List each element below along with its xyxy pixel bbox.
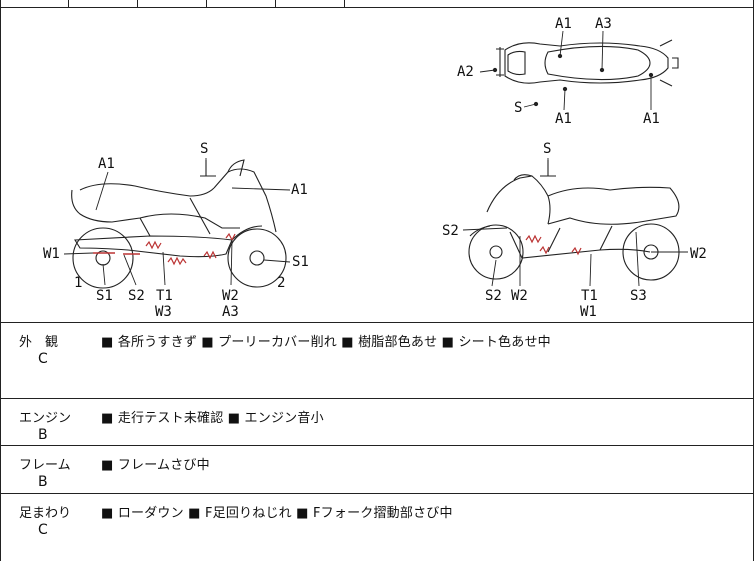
right-label-s2-upper: S2 — [442, 223, 459, 239]
left-label-w1: W1 — [43, 246, 60, 262]
top-table-strip — [0, 0, 754, 8]
suspension-grade: C — [38, 522, 48, 538]
right-side-damage-marks — [525, 234, 582, 256]
left-label-1: 1 — [74, 275, 82, 291]
damage-diagram-panel: A1 A3 A2 S A1 A1 S A1 A1 W1 — [0, 8, 754, 323]
left-label-t1: T1 — [156, 288, 173, 304]
exterior-grade: C — [38, 351, 48, 367]
engine-grade: B — [38, 427, 48, 443]
suspension-category: 足まわり — [19, 506, 72, 521]
right-label-s: S — [543, 141, 551, 157]
left-label-a3: A3 — [222, 304, 239, 320]
exterior-row: 外 観 C ■ 各所うすきず ■ プーリーカバー削れ ■ 樹脂部色あせ ■ シー… — [0, 323, 754, 399]
frame-category: フレーム — [19, 458, 71, 473]
left-label-a1-side: A1 — [291, 182, 308, 198]
top-view-leaders — [479, 30, 652, 111]
right-label-t1: T1 — [581, 288, 598, 304]
exterior-category: 外 観 — [19, 335, 59, 350]
right-label-w1: W1 — [580, 304, 597, 320]
motorcycle-diagrams: A1 A3 A2 S A1 A1 S A1 A1 W1 — [43, 16, 707, 320]
right-side-diagram — [468, 160, 680, 281]
right-label-s3: S3 — [630, 288, 647, 304]
frame-grade: B — [38, 474, 48, 490]
right-label-s2: S2 — [485, 288, 502, 304]
right-side-leaders — [462, 158, 688, 287]
left-label-w3: W3 — [155, 304, 172, 320]
left-label-s1: S1 — [96, 288, 113, 304]
frame-row: フレーム B ■ フレームさび中 — [0, 446, 754, 494]
right-label-w2: W2 — [511, 288, 528, 304]
left-label-a1-front: A1 — [98, 156, 115, 172]
suspension-row: 足まわり C ■ ローダウン ■ F足回りねじれ ■ Fフォーク摺動部さび中 — [0, 494, 754, 561]
left-label-2: 2 — [277, 275, 285, 291]
top-label-a1-rear: A1 — [643, 111, 660, 127]
frame-notes: ■ フレームさび中 — [101, 458, 210, 473]
right-label-w2-right: W2 — [690, 246, 707, 262]
left-label-s1-right: S1 — [292, 254, 309, 270]
engine-category: エンジン — [19, 411, 72, 426]
top-label-s: S — [514, 100, 522, 116]
suspension-notes: ■ ローダウン ■ F足回りねじれ ■ Fフォーク摺動部さび中 — [101, 506, 453, 521]
top-view-diagram — [492, 39, 679, 107]
left-label-w2: W2 — [222, 288, 239, 304]
top-label-a3: A3 — [595, 16, 612, 32]
top-label-a1: A1 — [555, 16, 572, 32]
exterior-notes: ■ 各所うすきず ■ プーリーカバー削れ ■ 樹脂部色あせ ■ シート色あせ中 — [101, 335, 551, 350]
left-side-damage-marks — [93, 232, 236, 266]
top-label-a1-bottom: A1 — [555, 111, 572, 127]
left-label-s: S — [200, 141, 208, 157]
top-label-a2: A2 — [457, 64, 474, 80]
engine-row: エンジン B ■ 走行テスト未確認 ■ エンジン音小 — [0, 399, 754, 446]
engine-notes: ■ 走行テスト未確認 ■ エンジン音小 — [101, 411, 324, 426]
left-label-s2: S2 — [128, 288, 145, 304]
left-side-leaders — [63, 158, 291, 286]
